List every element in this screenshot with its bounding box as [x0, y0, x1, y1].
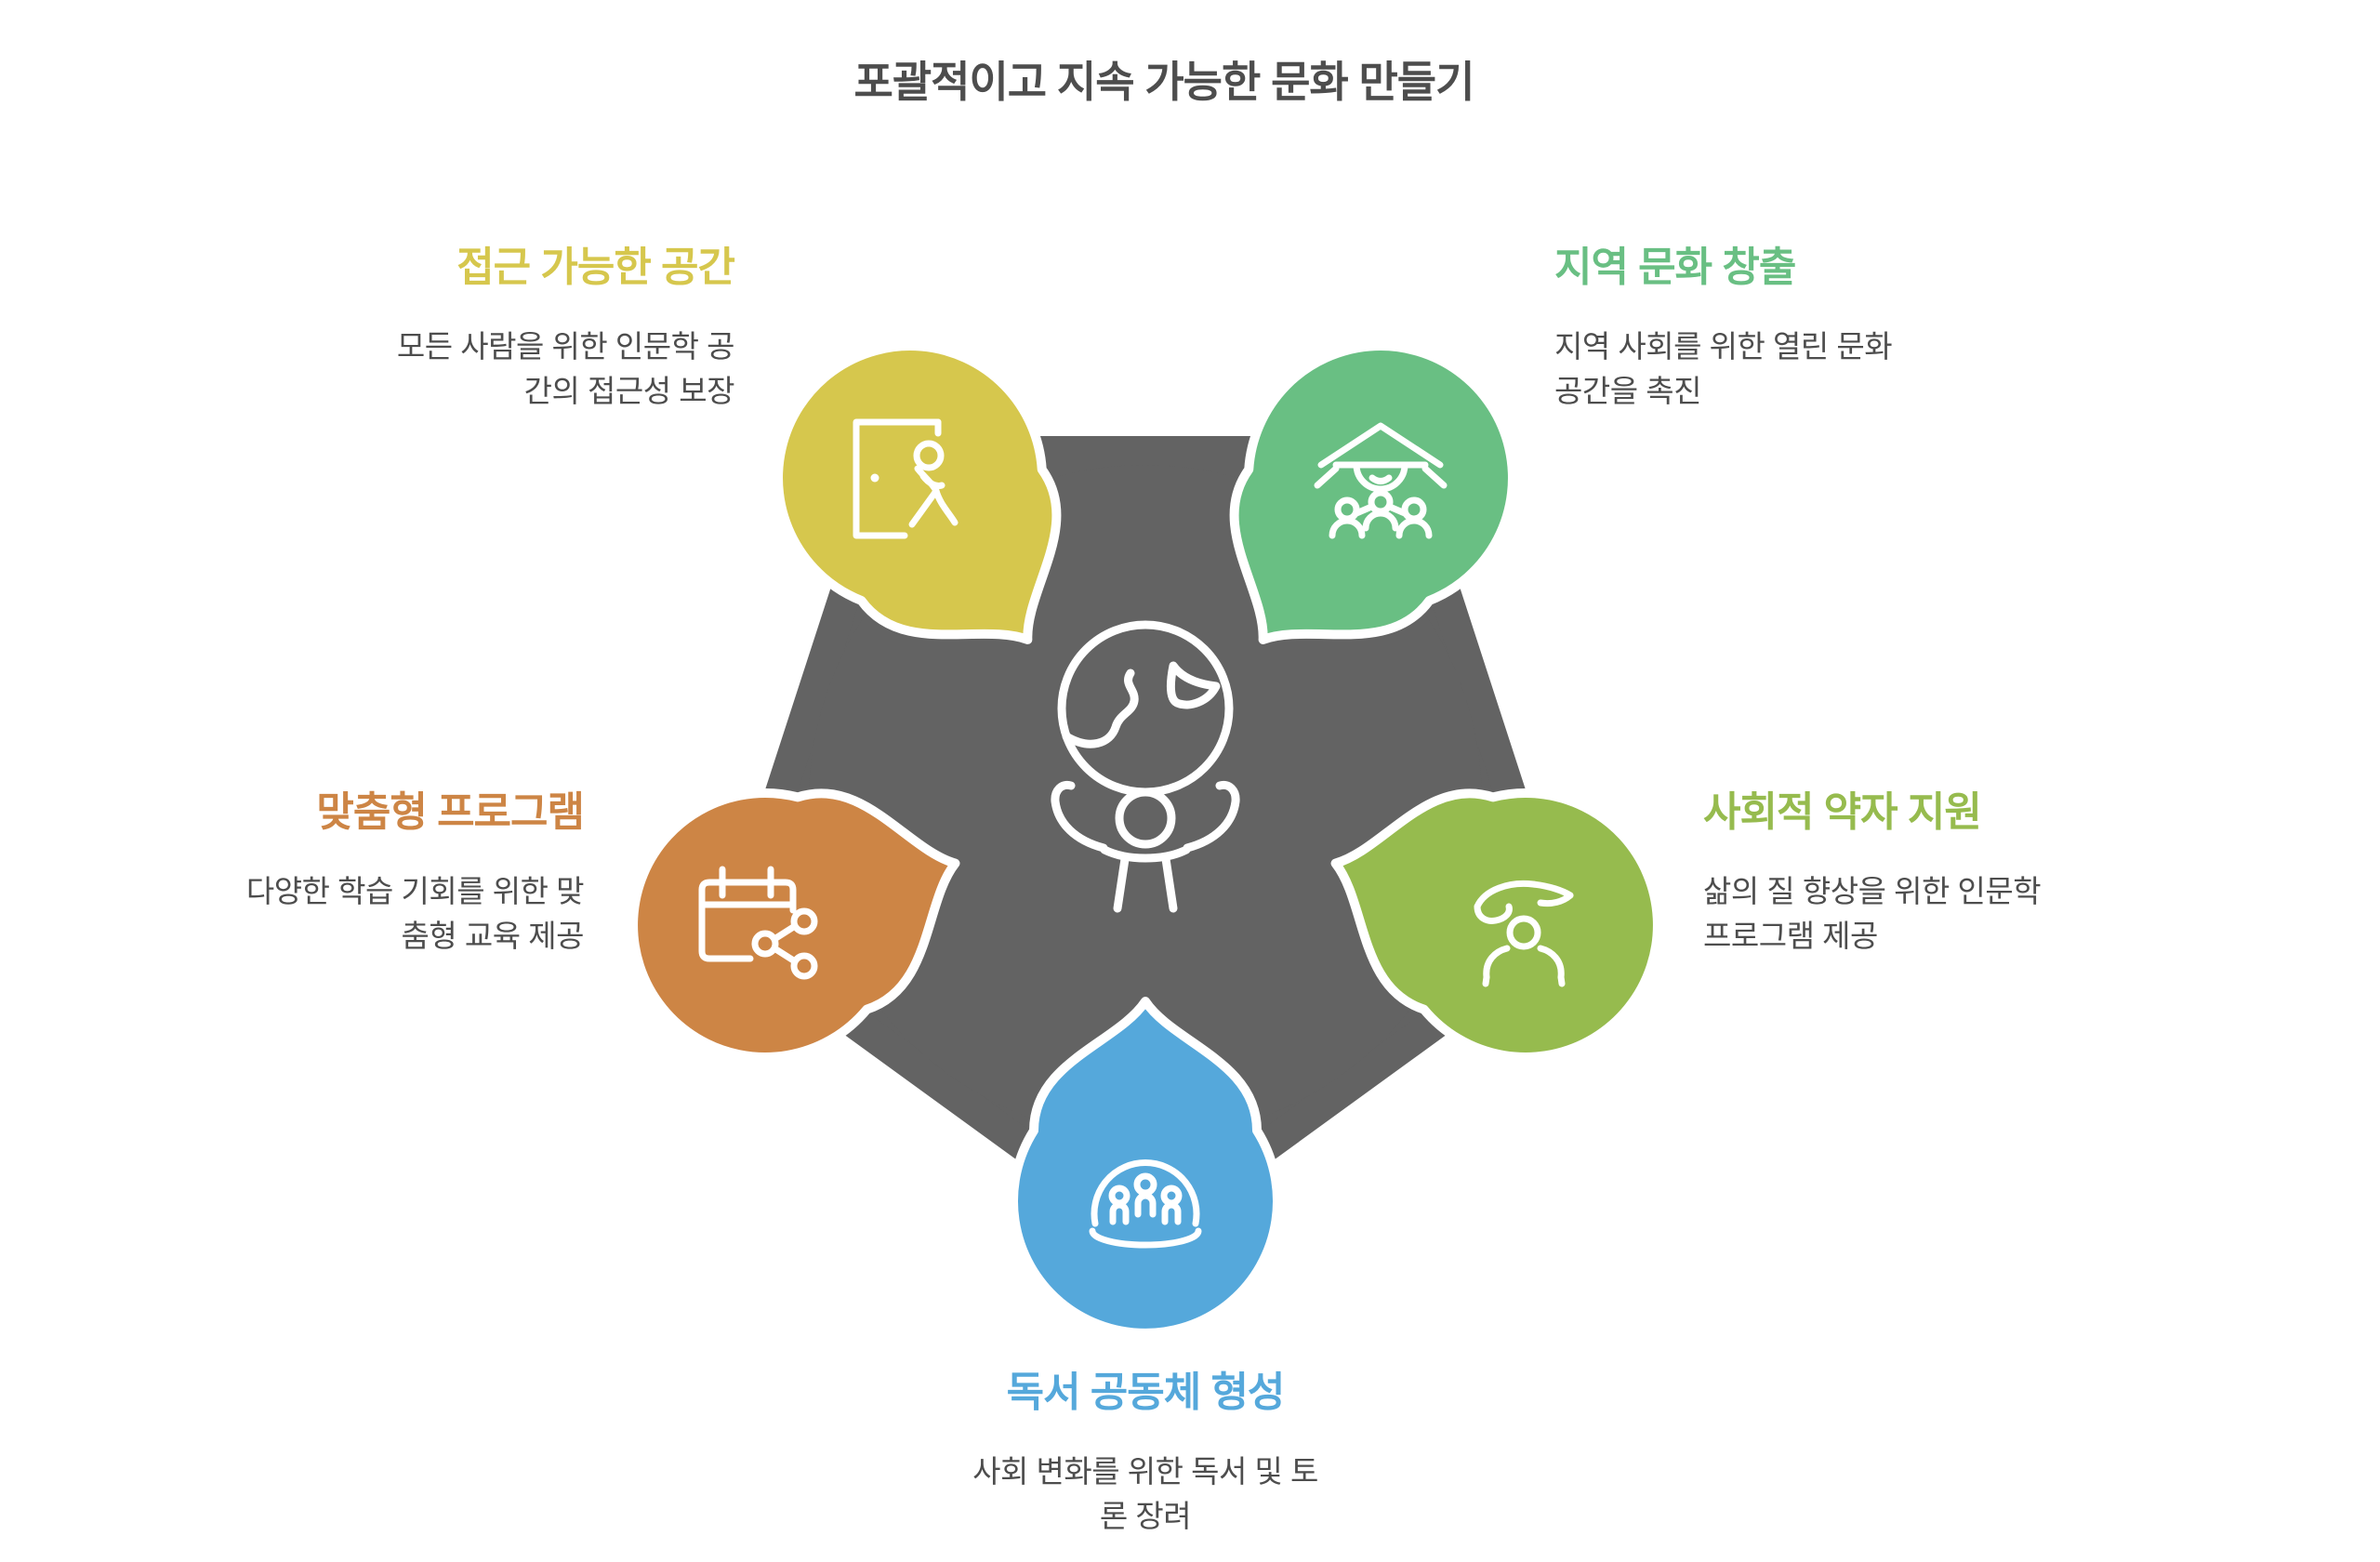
page-title: 포괄적이고 지속 가능한 문화 만들기 — [853, 58, 1475, 106]
section-heading: 접근 가능한 공간 — [456, 245, 735, 290]
petal-support-vulnerable — [1330, 788, 1662, 1062]
section-heading: 사회적 약자 지원 — [1703, 789, 1982, 835]
section-accessible-space: 접근 가능한 공간 모든 사람을 위한 인문학 공 간의 접근성 보장 — [223, 244, 735, 413]
section-body: 삶의 질 향상을 위한 인문학 프로그램 제공 — [1703, 873, 2042, 953]
petal-accessible-space — [774, 341, 1062, 644]
door-walk-icon — [853, 418, 959, 539]
section-heading: 맞춤형 프로그램 — [316, 789, 585, 835]
section-reading-community: 독서 공동체 형성 사회 변화를 위한 독서 및 토 론 장려 — [866, 1369, 1424, 1538]
section-body: 지역 사회를 위한 열린 문화 공간을 촉진 — [1554, 328, 1893, 408]
section-heading: 지역 문화 창출 — [1554, 245, 1796, 290]
section-support-vulnerable: 사회적 약자 지원 삶의 질 향상을 위한 인문학 프로그램 제공 — [1703, 788, 2224, 958]
section-heading: 독서 공동체 형성 — [1006, 1370, 1286, 1415]
petal-reading-community — [1009, 997, 1282, 1338]
people-dome-icon — [1089, 1159, 1202, 1249]
section-custom-programs: 맞춤형 프로그램 다양한 학습 기회를 위한 맞 춤형 교육 제공 — [74, 788, 585, 958]
pavilion-people-icon — [1314, 422, 1448, 539]
calendar-share-icon — [698, 866, 818, 980]
section-body: 사회 변화를 위한 독서 및 토 론 장려 — [972, 1453, 1318, 1533]
section-local-culture: 지역 문화 창출 지역 사회를 위한 열린 문화 공간을 촉진 — [1554, 244, 2075, 413]
globe-person-icon — [1051, 620, 1240, 913]
section-body: 모든 사람을 위한 인문학 공 간의 접근성 보장 — [396, 328, 735, 408]
hand-care-icon — [1474, 880, 1574, 987]
section-body: 다양한 학습 기회를 위한 맞 춤형 교육 제공 — [245, 873, 585, 953]
